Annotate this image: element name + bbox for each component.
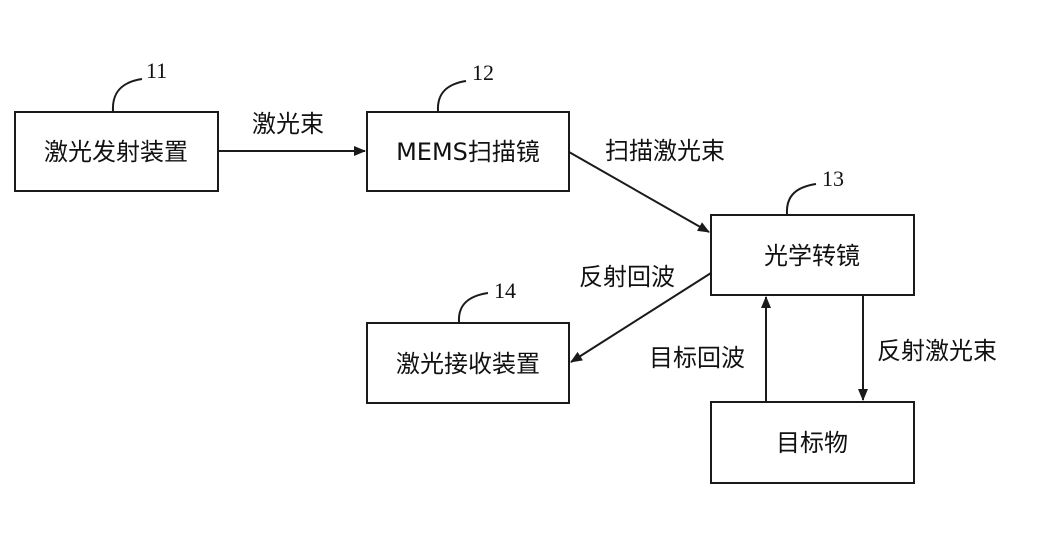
mems-mirror-box [366,111,570,192]
target-label: 目标物 [776,429,848,457]
edge-label-scan-beam: 扫描激光束 [605,137,725,165]
laser-receiver-label: 激光接收装置 [396,350,540,378]
ref-number-14: 14 [494,278,516,303]
laser-emitter-box [14,111,219,192]
ref-number-12: 12 [472,60,494,85]
leader-line-12 [436,80,467,112]
leader-line-11 [111,78,143,112]
laser-emitter-label: 激光发射装置 [44,138,188,166]
edge-label-laser-beam: 激光束 [252,110,324,138]
laser-receiver-box [366,322,570,404]
leader-line-14 [457,292,489,323]
ref-number-13: 13 [822,166,844,191]
ref-number-11: 11 [146,58,167,83]
edge-label-reflected-beam: 反射激光束 [877,337,997,365]
mems-mirror-label: MEMS扫描镜 [396,138,540,166]
optical-mirror-block: 光学转镜 [710,214,915,296]
target-block: 目标物 [710,401,915,484]
edge-label-target-echo: 目标回波 [649,344,745,372]
arrow-mems-to-optical [568,151,710,233]
optical-mirror-box [710,214,915,296]
edge-label-reflected-echo: 反射回波 [579,263,675,291]
laser-emitter-block: 激光发射装置 [14,111,219,192]
target-box [710,401,915,484]
leader-line-13 [785,183,817,215]
mems-mirror-block: MEMS扫描镜 [366,111,570,192]
arrow-optical-to-receiver [570,272,712,363]
laser-receiver-block: 激光接收装置 [366,322,570,404]
optical-mirror-label: 光学转镜 [764,242,860,270]
